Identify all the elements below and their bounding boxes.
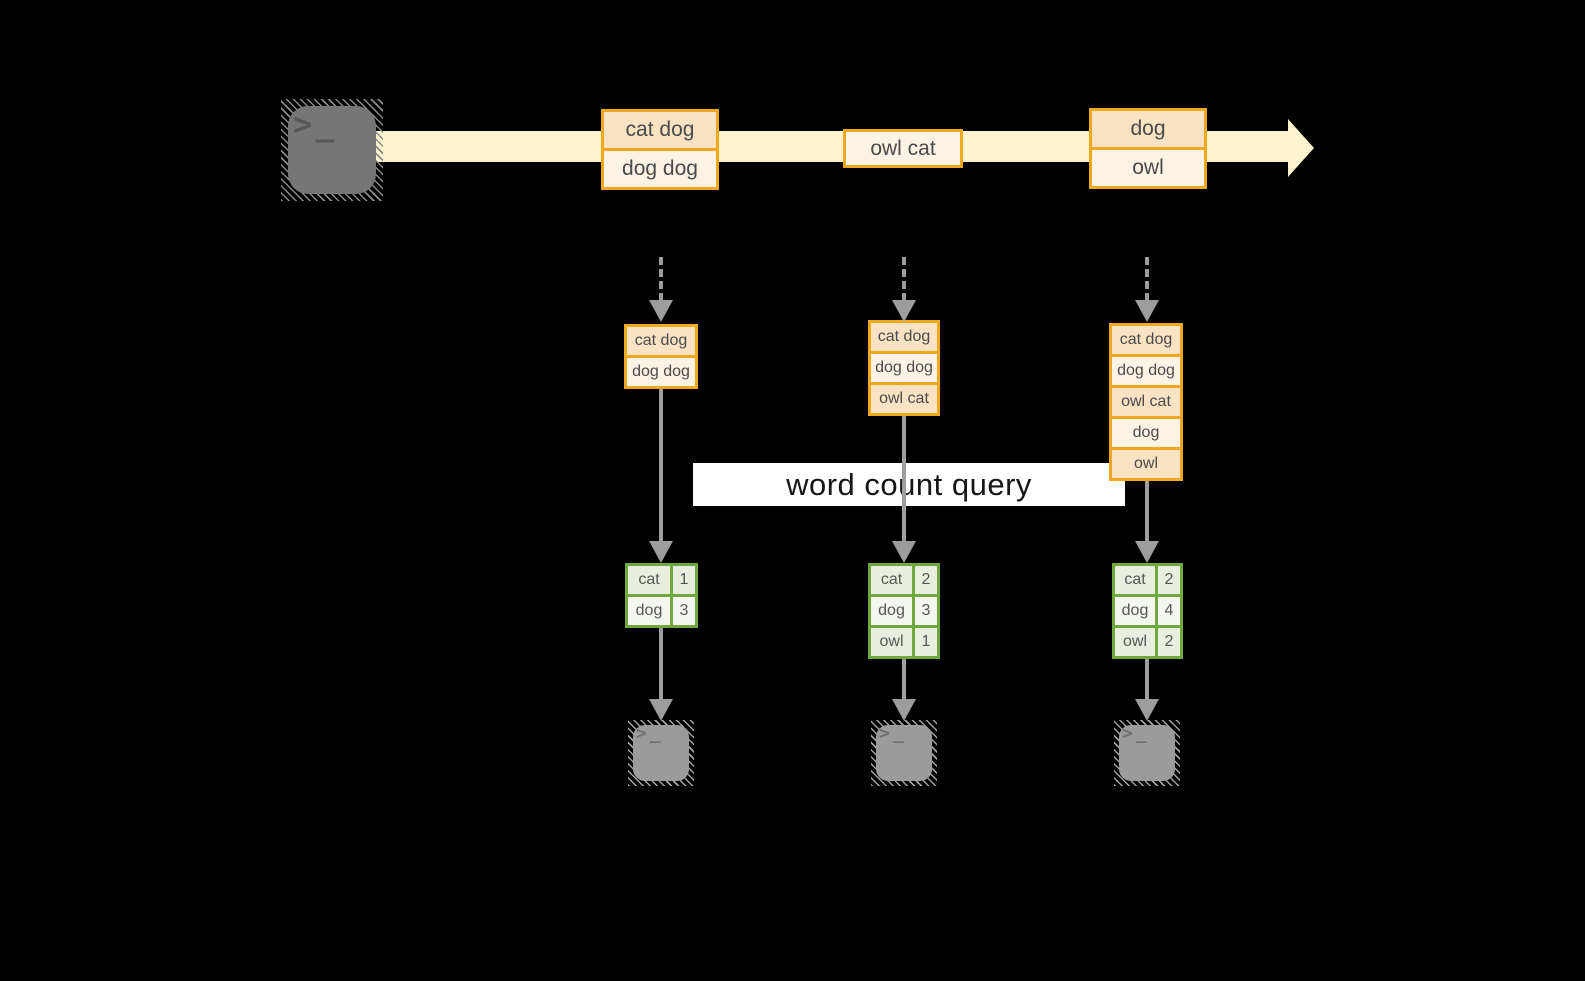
table-row: cat 2 — [871, 566, 937, 594]
table-row: dog 4 — [1115, 597, 1180, 625]
terminal-body — [288, 106, 376, 194]
stack-row: owl cat — [1112, 388, 1180, 416]
stack-row: dog dog — [627, 358, 695, 386]
word-cell: owl — [1115, 628, 1155, 656]
count-cell: 2 — [915, 566, 937, 594]
batch-row: cat dog — [604, 112, 716, 148]
word-cell: dog — [871, 597, 912, 625]
count-cell: 1 — [915, 628, 937, 656]
stream-batch-3: dog owl — [1089, 108, 1207, 189]
stream-arrowhead-icon — [1288, 119, 1314, 177]
arrow-line — [902, 416, 906, 541]
arrow-line — [902, 659, 906, 699]
stack-row: dog dog — [1112, 357, 1180, 385]
count-cell: 2 — [1158, 628, 1180, 656]
dashed-arrow-line — [659, 257, 663, 301]
dashed-arrow-head-icon — [892, 300, 916, 322]
output-terminal-icon-1: >_ — [628, 720, 694, 786]
arrow-head-icon — [892, 541, 916, 563]
stack-row: dog dog — [871, 354, 937, 382]
count-cell: 3 — [915, 597, 937, 625]
stream-batch-1: cat dog dog dog — [601, 109, 719, 190]
batch-row: owl — [1092, 150, 1204, 186]
stack-row: owl — [1112, 450, 1180, 478]
stream-source-terminal-icon: >_ — [281, 99, 383, 201]
word-cell: dog — [1115, 597, 1155, 625]
stack-row: owl cat — [871, 385, 937, 413]
word-cell: cat — [628, 566, 670, 594]
dashed-arrow-head-icon — [649, 300, 673, 322]
stack-row: cat dog — [627, 327, 695, 355]
arrow-line — [1145, 659, 1149, 699]
stack-row: cat dog — [1112, 326, 1180, 354]
table-row: owl 2 — [1115, 628, 1180, 656]
terminal-body — [876, 725, 932, 781]
batch-row: dog dog — [604, 151, 716, 187]
count-cell: 4 — [1158, 597, 1180, 625]
word-cell: cat — [1115, 566, 1155, 594]
arrow-head-icon — [1135, 541, 1159, 563]
terminal-prompt-icon: >_ — [636, 723, 661, 744]
word-count-table-3: cat 2 dog 4 owl 2 — [1112, 563, 1183, 659]
arrow-head-icon — [892, 699, 916, 721]
table-row: dog 3 — [871, 597, 937, 625]
word-count-table-1: cat 1 dog 3 — [625, 563, 698, 628]
arrow-head-icon — [649, 541, 673, 563]
lines-stack-3: cat dog dog dog owl cat dog owl — [1109, 323, 1183, 481]
table-row: dog 3 — [628, 597, 695, 625]
arrow-line — [659, 389, 663, 541]
table-row: cat 1 — [628, 566, 695, 594]
arrow-head-icon — [649, 699, 673, 721]
terminal-prompt-icon: >_ — [1122, 723, 1147, 744]
count-cell: 3 — [673, 597, 695, 625]
stream-batch-2: owl cat — [843, 129, 963, 168]
arrow-line — [1145, 481, 1149, 541]
lines-stack-2: cat dog dog dog owl cat — [868, 320, 940, 416]
output-terminal-icon-2: >_ — [871, 720, 937, 786]
arrow-line — [659, 628, 663, 699]
lines-stack-1: cat dog dog dog — [624, 324, 698, 389]
dashed-arrow-head-icon — [1135, 300, 1159, 322]
batch-row: dog — [1092, 111, 1204, 147]
query-label: word count query — [693, 463, 1125, 506]
terminal-body — [1119, 725, 1175, 781]
stack-row: cat dog — [871, 323, 937, 351]
count-cell: 2 — [1158, 566, 1180, 594]
word-cell: dog — [628, 597, 670, 625]
terminal-prompt-icon: >_ — [293, 105, 335, 143]
word-count-table-2: cat 2 dog 3 owl 1 — [868, 563, 940, 659]
terminal-body — [633, 725, 689, 781]
word-cell: cat — [871, 566, 912, 594]
batch-row: owl cat — [846, 132, 960, 165]
terminal-prompt-icon: >_ — [879, 723, 904, 744]
word-cell: owl — [871, 628, 912, 656]
arrow-head-icon — [1135, 699, 1159, 721]
stack-row: dog — [1112, 419, 1180, 447]
table-row: owl 1 — [871, 628, 937, 656]
output-terminal-icon-3: >_ — [1114, 720, 1180, 786]
dashed-arrow-line — [902, 257, 906, 301]
dashed-arrow-line — [1145, 257, 1149, 301]
table-row: cat 2 — [1115, 566, 1180, 594]
count-cell: 1 — [673, 566, 695, 594]
